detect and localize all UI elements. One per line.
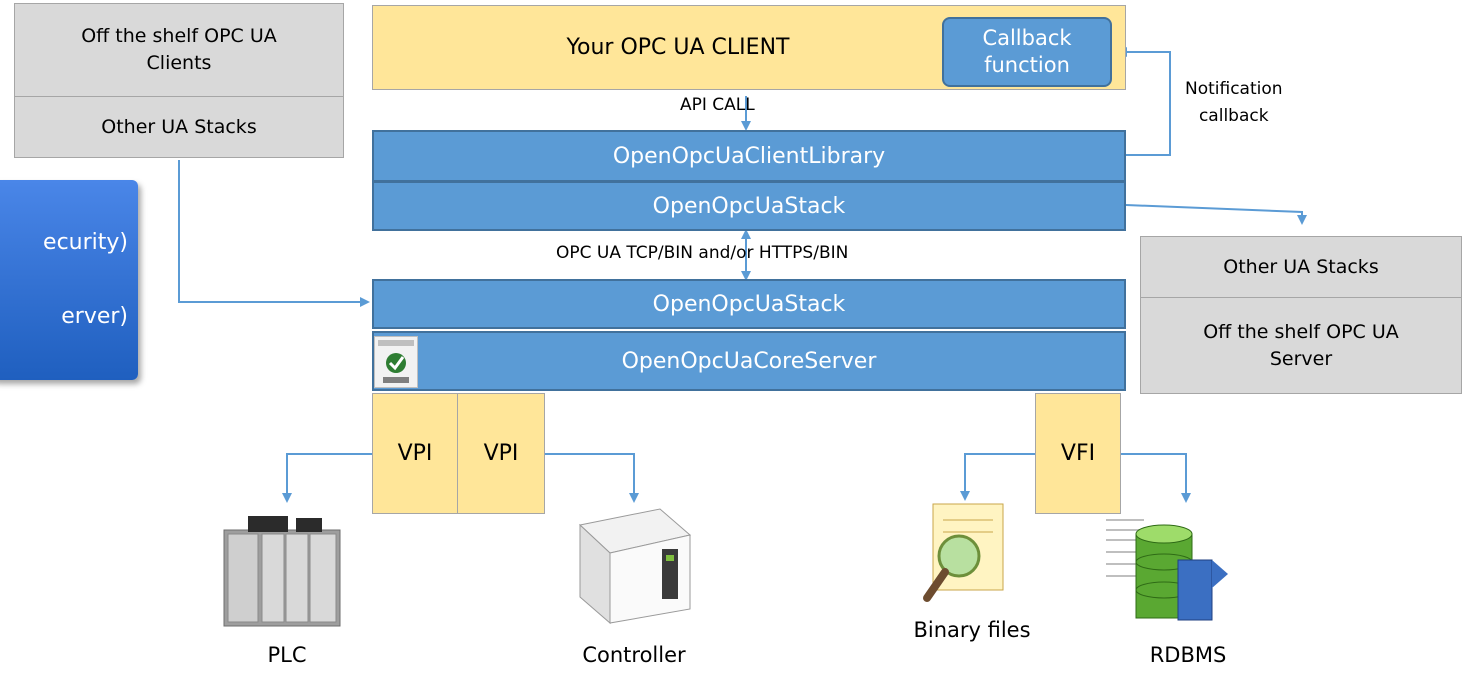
vpi-box-1: VPI (372, 393, 458, 514)
controller-caption: Controller (582, 643, 686, 667)
partial-security-box: ecurity) erver) (0, 180, 138, 380)
core-server-box: OpenOpcUaCoreServer (372, 331, 1126, 391)
right-other-ua-stacks-label: Other UA Stacks (1223, 255, 1379, 278)
core-server-label: OpenOpcUaCoreServer (621, 348, 877, 374)
plc-caption: PLC (267, 643, 307, 667)
client-library-label: OpenOpcUaClientLibrary (612, 143, 886, 169)
vfi-label: VFI (1060, 441, 1096, 466)
transport-label: OPC UA TCP/BIN and/or HTTPS/BIN (556, 243, 849, 263)
rdbms-icon (1106, 519, 1228, 621)
vpi1-to-plc-arrow (282, 453, 372, 503)
left-other-ua-stacks-box: Other UA Stacks (14, 96, 344, 158)
certification-logo (374, 336, 418, 388)
client-stack-label: OpenOpcUaStack (652, 193, 846, 219)
vfi-to-rdbms-arrow (1120, 453, 1191, 503)
off-the-shelf-server-label: Off the shelf OPC UA Server (1203, 320, 1399, 370)
server-stack-box: OpenOpcUaStack (372, 279, 1126, 329)
off-the-shelf-clients-box: Off the shelf OPC UA Clients (14, 3, 344, 97)
client-stack-box: OpenOpcUaStack (372, 181, 1126, 231)
certification-icon (378, 340, 414, 383)
vpi2-to-controller-arrow (544, 453, 639, 503)
partial-box-line2: erver) (61, 304, 128, 329)
notification-arrow (1117, 47, 1171, 156)
opc-ua-client-title: Your OPC UA CLIENT (566, 35, 790, 60)
binary-files-caption: Binary files (913, 618, 1031, 642)
left-other-ua-stacks-label: Other UA Stacks (101, 115, 257, 138)
binary-files-icon (923, 503, 1004, 602)
vpi-label-2: VPI (483, 441, 519, 466)
vpi-label-1: VPI (397, 441, 433, 466)
stack-to-other-server-arrow (1125, 204, 1307, 225)
client-library-box: OpenOpcUaClientLibrary (372, 130, 1126, 182)
right-other-ua-stacks-box: Other UA Stacks (1140, 236, 1462, 298)
partial-box-line1: ecurity) (43, 230, 128, 255)
other-clients-to-stack-arrow (178, 160, 370, 307)
plc-icon (223, 516, 341, 627)
rdbms-caption: RDBMS (1149, 643, 1227, 667)
api-call-label: API CALL (680, 95, 755, 115)
callback-function-box: Callback function (942, 17, 1112, 87)
callback-function-label: Callback function (982, 26, 1072, 77)
server-stack-label: OpenOpcUaStack (652, 291, 846, 317)
notification-callback-label: Notification callback (1185, 79, 1283, 126)
off-the-shelf-server-box: Off the shelf OPC UA Server (1140, 297, 1462, 394)
vfi-to-binary-arrow (960, 453, 1035, 501)
vpi-box-2: VPI (457, 393, 545, 514)
off-the-shelf-clients-label: Off the shelf OPC UA Clients (81, 25, 277, 74)
controller-icon (578, 508, 692, 625)
vfi-box: VFI (1035, 393, 1121, 514)
